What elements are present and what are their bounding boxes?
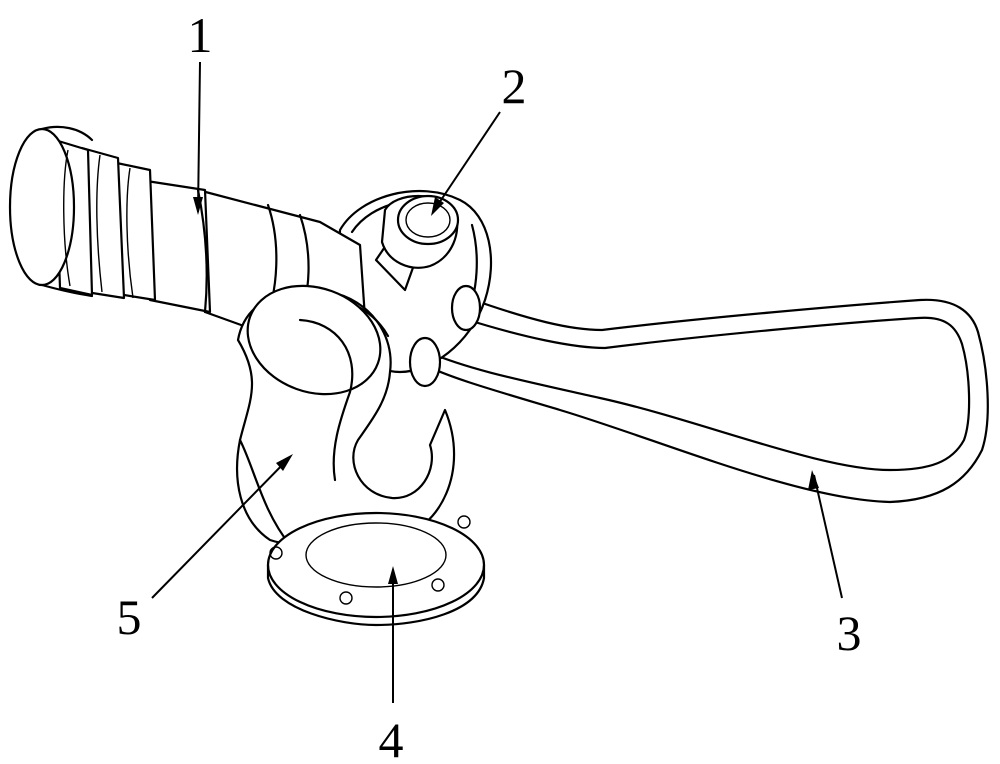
handle-connectors	[408, 284, 482, 388]
leader-1	[197, 61, 201, 213]
nozzle-barrel	[8, 125, 367, 332]
base-flange	[266, 511, 486, 627]
arrow-5	[276, 454, 293, 471]
arrow-2	[431, 197, 444, 216]
callout-1: 1	[188, 7, 213, 63]
callout-2: 2	[502, 58, 527, 114]
callout-5: 5	[117, 589, 142, 645]
leader-lines	[151, 61, 843, 703]
arrow-4	[388, 566, 398, 584]
elbow-pipe	[236, 284, 455, 547]
leader-5	[151, 456, 291, 599]
leader-2	[432, 111, 501, 213]
handle-loop	[423, 296, 989, 504]
callout-4: 4	[379, 712, 404, 764]
callout-3: 3	[837, 605, 862, 661]
valve-knob	[374, 194, 460, 292]
arrow-3	[808, 470, 819, 490]
callout-labels: 1 2 3 4 5	[117, 7, 862, 764]
arrow-1	[193, 197, 203, 215]
leader-3	[813, 474, 843, 599]
